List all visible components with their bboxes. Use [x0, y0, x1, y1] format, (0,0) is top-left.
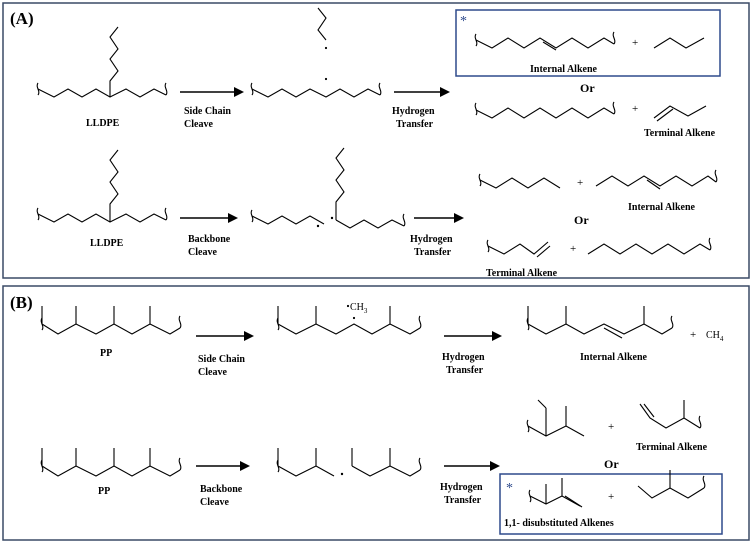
- backbone-cleave-label-a-2: Cleave: [188, 247, 217, 258]
- pp-fragment-left: [276, 448, 344, 477]
- backbone-cleave-label-b-1: Backbone: [200, 484, 243, 495]
- backbone-cleave-label-a-1: Backbone: [188, 234, 231, 245]
- highlight-box-a: [455, 9, 721, 77]
- pp-label-1: PP: [100, 348, 112, 359]
- internal-alkene-label-b: Internal Alkene: [580, 352, 648, 363]
- arrowhead: [228, 213, 238, 223]
- alkane-chain-a: [474, 101, 616, 119]
- plus-b1: +: [690, 329, 696, 341]
- h-transfer-label-a2-2: Transfer: [414, 247, 452, 258]
- lldpe-molecule-1: [36, 26, 168, 98]
- lldpe-label-2: LLDPE: [90, 238, 124, 249]
- plus-a4: +: [570, 243, 576, 255]
- disubstituted-label-b: 1,1- disubstituted Alkenes: [504, 518, 614, 529]
- highlight-star-b: *: [506, 481, 513, 496]
- internal-alkene-b: [526, 306, 674, 339]
- arrowhead: [244, 331, 254, 341]
- disubstituted-alkene-b: [528, 478, 583, 508]
- propane-fragment: [653, 37, 705, 49]
- internal-alkene-a: [474, 31, 616, 51]
- plus-b2: +: [608, 421, 614, 433]
- pp-molecule-1: [40, 306, 182, 335]
- backbone-cleave-label-b-2: Cleave: [200, 497, 229, 508]
- internal-alkene-label-a2: Internal Alkene: [628, 202, 696, 213]
- terminal-alkene-label-a1: Terminal Alkene: [644, 128, 716, 139]
- highlight-star-a: *: [460, 14, 467, 29]
- arrowhead: [454, 213, 464, 223]
- radical-dot: [330, 216, 334, 220]
- lldpe-molecule-2: [36, 149, 168, 223]
- methane: CH4: [706, 330, 724, 343]
- side-chain-cleave-label-b-1: Side Chain: [198, 354, 245, 365]
- h-transfer-label-b1-1: Hydrogen: [442, 352, 485, 363]
- lldpe-radical-chain: [250, 7, 382, 98]
- h-transfer-label-b2-1: Hydrogen: [440, 482, 483, 493]
- h-transfer-label-a2-1: Hydrogen: [410, 234, 453, 245]
- h-transfer-label-a1-2: Transfer: [396, 119, 434, 130]
- terminal-alkene-label-a2: Terminal Alkene: [486, 268, 558, 279]
- terminal-alkene-b: [639, 400, 702, 429]
- alkane-short-a: [478, 173, 561, 189]
- terminal-alkene-label-b: Terminal Alkene: [636, 442, 708, 453]
- h-transfer-label-b1-2: Transfer: [446, 365, 484, 376]
- arrowhead: [234, 87, 244, 97]
- pp-label-2: PP: [98, 486, 110, 497]
- side-chain-cleave-label-b-2: Cleave: [198, 367, 227, 378]
- side-chain-cleave-label-a-1: Side Chain: [184, 106, 231, 117]
- backbone-fragment-left: [250, 209, 325, 228]
- pp-fragment-right: [351, 448, 422, 477]
- plus-a3: +: [577, 177, 583, 189]
- radical-dot: [352, 316, 356, 320]
- plus-a2: +: [632, 103, 638, 115]
- methyl-radical: CH3: [350, 302, 368, 315]
- alkane-b-fragment: [637, 470, 706, 499]
- pp-alkane-fragment: [526, 399, 585, 437]
- radical-dot: [316, 224, 320, 228]
- plus-b3: +: [608, 491, 614, 503]
- pp-radical-chain: [276, 306, 422, 335]
- radical-dot: [346, 304, 350, 308]
- panel-a-frame: [2, 2, 750, 279]
- arrowhead: [240, 461, 250, 471]
- plus-a1: +: [632, 37, 638, 49]
- internal-alkene-a2: [595, 169, 718, 190]
- or-label-a2: Or: [574, 213, 589, 227]
- panel-a-label: (A): [10, 9, 34, 28]
- side-chain-cleave-label-a-2: Cleave: [184, 119, 213, 130]
- highlight-box-b: [499, 473, 723, 535]
- terminal-alkene-a: [653, 105, 707, 122]
- backbone-fragment-right: [330, 147, 406, 229]
- internal-alkene-label-a1: Internal Alkene: [530, 64, 598, 75]
- panel-b-label: (B): [10, 293, 33, 312]
- terminal-alkene-a2: [486, 239, 551, 258]
- pp-molecule-2: [40, 448, 182, 477]
- h-transfer-label-b2-2: Transfer: [444, 495, 482, 506]
- alkane-long-a2: [587, 237, 712, 255]
- arrowhead: [492, 331, 502, 341]
- or-label-a1: Or: [580, 81, 595, 95]
- radical-dot: [340, 472, 344, 476]
- radical-dot: [324, 77, 328, 81]
- lldpe-label-1: LLDPE: [86, 118, 120, 129]
- arrowhead: [490, 461, 500, 471]
- arrowhead: [440, 87, 450, 97]
- panel-b-frame: [2, 285, 750, 541]
- radical-dot: [324, 46, 328, 50]
- h-transfer-label-a1-1: Hydrogen: [392, 106, 435, 117]
- or-label-b: Or: [604, 457, 619, 471]
